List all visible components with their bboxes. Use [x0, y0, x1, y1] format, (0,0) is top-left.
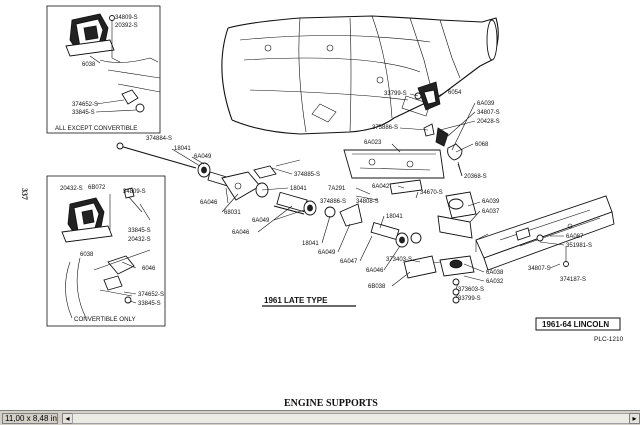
crossmember-6A023 [343, 149, 445, 179]
part-label: 6A032 [486, 279, 504, 285]
scroll-right-button[interactable]: ▸ [629, 413, 640, 424]
plate-code: PLC-1210 [594, 336, 624, 343]
part-label: 18041 [302, 241, 319, 247]
inset-top-caption: ALL EXCEPT CONVERTIBLE [55, 125, 137, 132]
part-label: 6A046 [232, 230, 250, 236]
part-label: 6A046 [200, 200, 218, 206]
part-label: 6054 [448, 90, 462, 96]
status-bar: 11,00 x 8,48 in ◂ ▸ [0, 410, 640, 425]
model-box-text: 1961-64 LINCOLN [542, 320, 609, 329]
part-label: 6A023 [364, 140, 382, 146]
page-size-indicator: 11,00 x 8,48 in [2, 413, 58, 424]
part-label: 374187-S [560, 277, 586, 283]
model-box [535, 317, 621, 331]
part-label: 6A046 [366, 268, 384, 274]
part-label: 33845-S [128, 228, 151, 234]
part-label: 6038 [82, 62, 96, 68]
part-label: 34809-S [115, 15, 138, 21]
part-label: 6068 [475, 142, 489, 148]
part-label: 7A291 [328, 186, 346, 192]
part-label: 20432-S [128, 237, 151, 243]
diagram-page: 337 34809-S 20392-S 6038 374652-S 33845-… [20, 5, 624, 409]
part-label: 33845-S [138, 301, 161, 307]
part-label: 6038 [80, 252, 94, 258]
part-label: 6A049 [318, 250, 336, 256]
part-label: 20428-S [477, 119, 500, 125]
part-label: 374885-S [294, 172, 320, 178]
right-support-bracket [403, 191, 477, 304]
part-label: 6046 [142, 266, 156, 272]
part-label: 34807-S [528, 266, 551, 272]
part-label: 20432-S [60, 186, 83, 192]
part-label: 18041 [174, 146, 191, 152]
part-label: 374884-S [146, 136, 172, 142]
bolt-and-bushing-stack [116, 142, 423, 248]
part-label: 33845-S [72, 110, 95, 116]
inset-top-frame [46, 5, 161, 134]
inset-bottom-mount-illustration [61, 187, 151, 319]
part-label: 34807-S [477, 110, 500, 116]
part-label: 18041 [290, 186, 307, 192]
part-label: 6A049 [194, 154, 212, 160]
part-label: 6A038 [486, 270, 504, 276]
part-label: 6A087 [566, 234, 584, 240]
part-label: 34809-S [123, 189, 146, 195]
inset-top-mount-illustration [65, 13, 161, 113]
part-label: 6B072 [88, 185, 106, 191]
part-label: 34808-S [356, 199, 379, 205]
part-label: 20368-S [464, 174, 487, 180]
late-type-label: 1961 LATE TYPE [264, 296, 328, 305]
part-label: 375886-S [372, 125, 398, 131]
part-label: 6A049 [252, 218, 270, 224]
part-label: 6A047 [340, 259, 358, 265]
transmission-housing-illustration [221, 15, 499, 135]
horizontal-scrollbar[interactable] [72, 413, 630, 424]
part-label: 6A039 [477, 101, 495, 107]
leader-lines [171, 91, 565, 299]
part-label: 6A042 [372, 184, 390, 190]
part-label: 20392-S [115, 23, 138, 29]
part-label: 374652-S [72, 102, 98, 108]
frame-member-6A087 [475, 195, 615, 271]
part-label: 34670-S [420, 190, 443, 196]
part-label: 6A037 [482, 209, 500, 215]
leader-lines [121, 261, 137, 304]
part-label: 6A039 [482, 199, 500, 205]
inset-bottom-frame [46, 175, 166, 327]
page-title: ENGINE SUPPORTS [284, 398, 378, 409]
inset-bottom-caption: CONVERTIBLE ONLY [74, 316, 136, 323]
part-label: 33799-S [458, 296, 481, 302]
part-label: 6B038 [368, 284, 386, 290]
part-label: 68031 [224, 210, 241, 216]
side-page-number: 337 [20, 188, 29, 200]
part-label: 351981-S [566, 243, 592, 249]
rear-mount-bracket [414, 81, 463, 177]
part-label: 33799-S [384, 91, 407, 97]
part-label: 18041 [386, 214, 403, 220]
part-label: 373403-S [386, 257, 412, 263]
leader-lines [89, 55, 137, 113]
part-label: 373603-S [458, 287, 484, 293]
engine-supports-diagram: 337 34809-S 20392-S 6038 374652-S 33845-… [20, 5, 624, 409]
part-label: 374886-S [320, 199, 346, 205]
part-label: 374652-S [138, 292, 164, 298]
